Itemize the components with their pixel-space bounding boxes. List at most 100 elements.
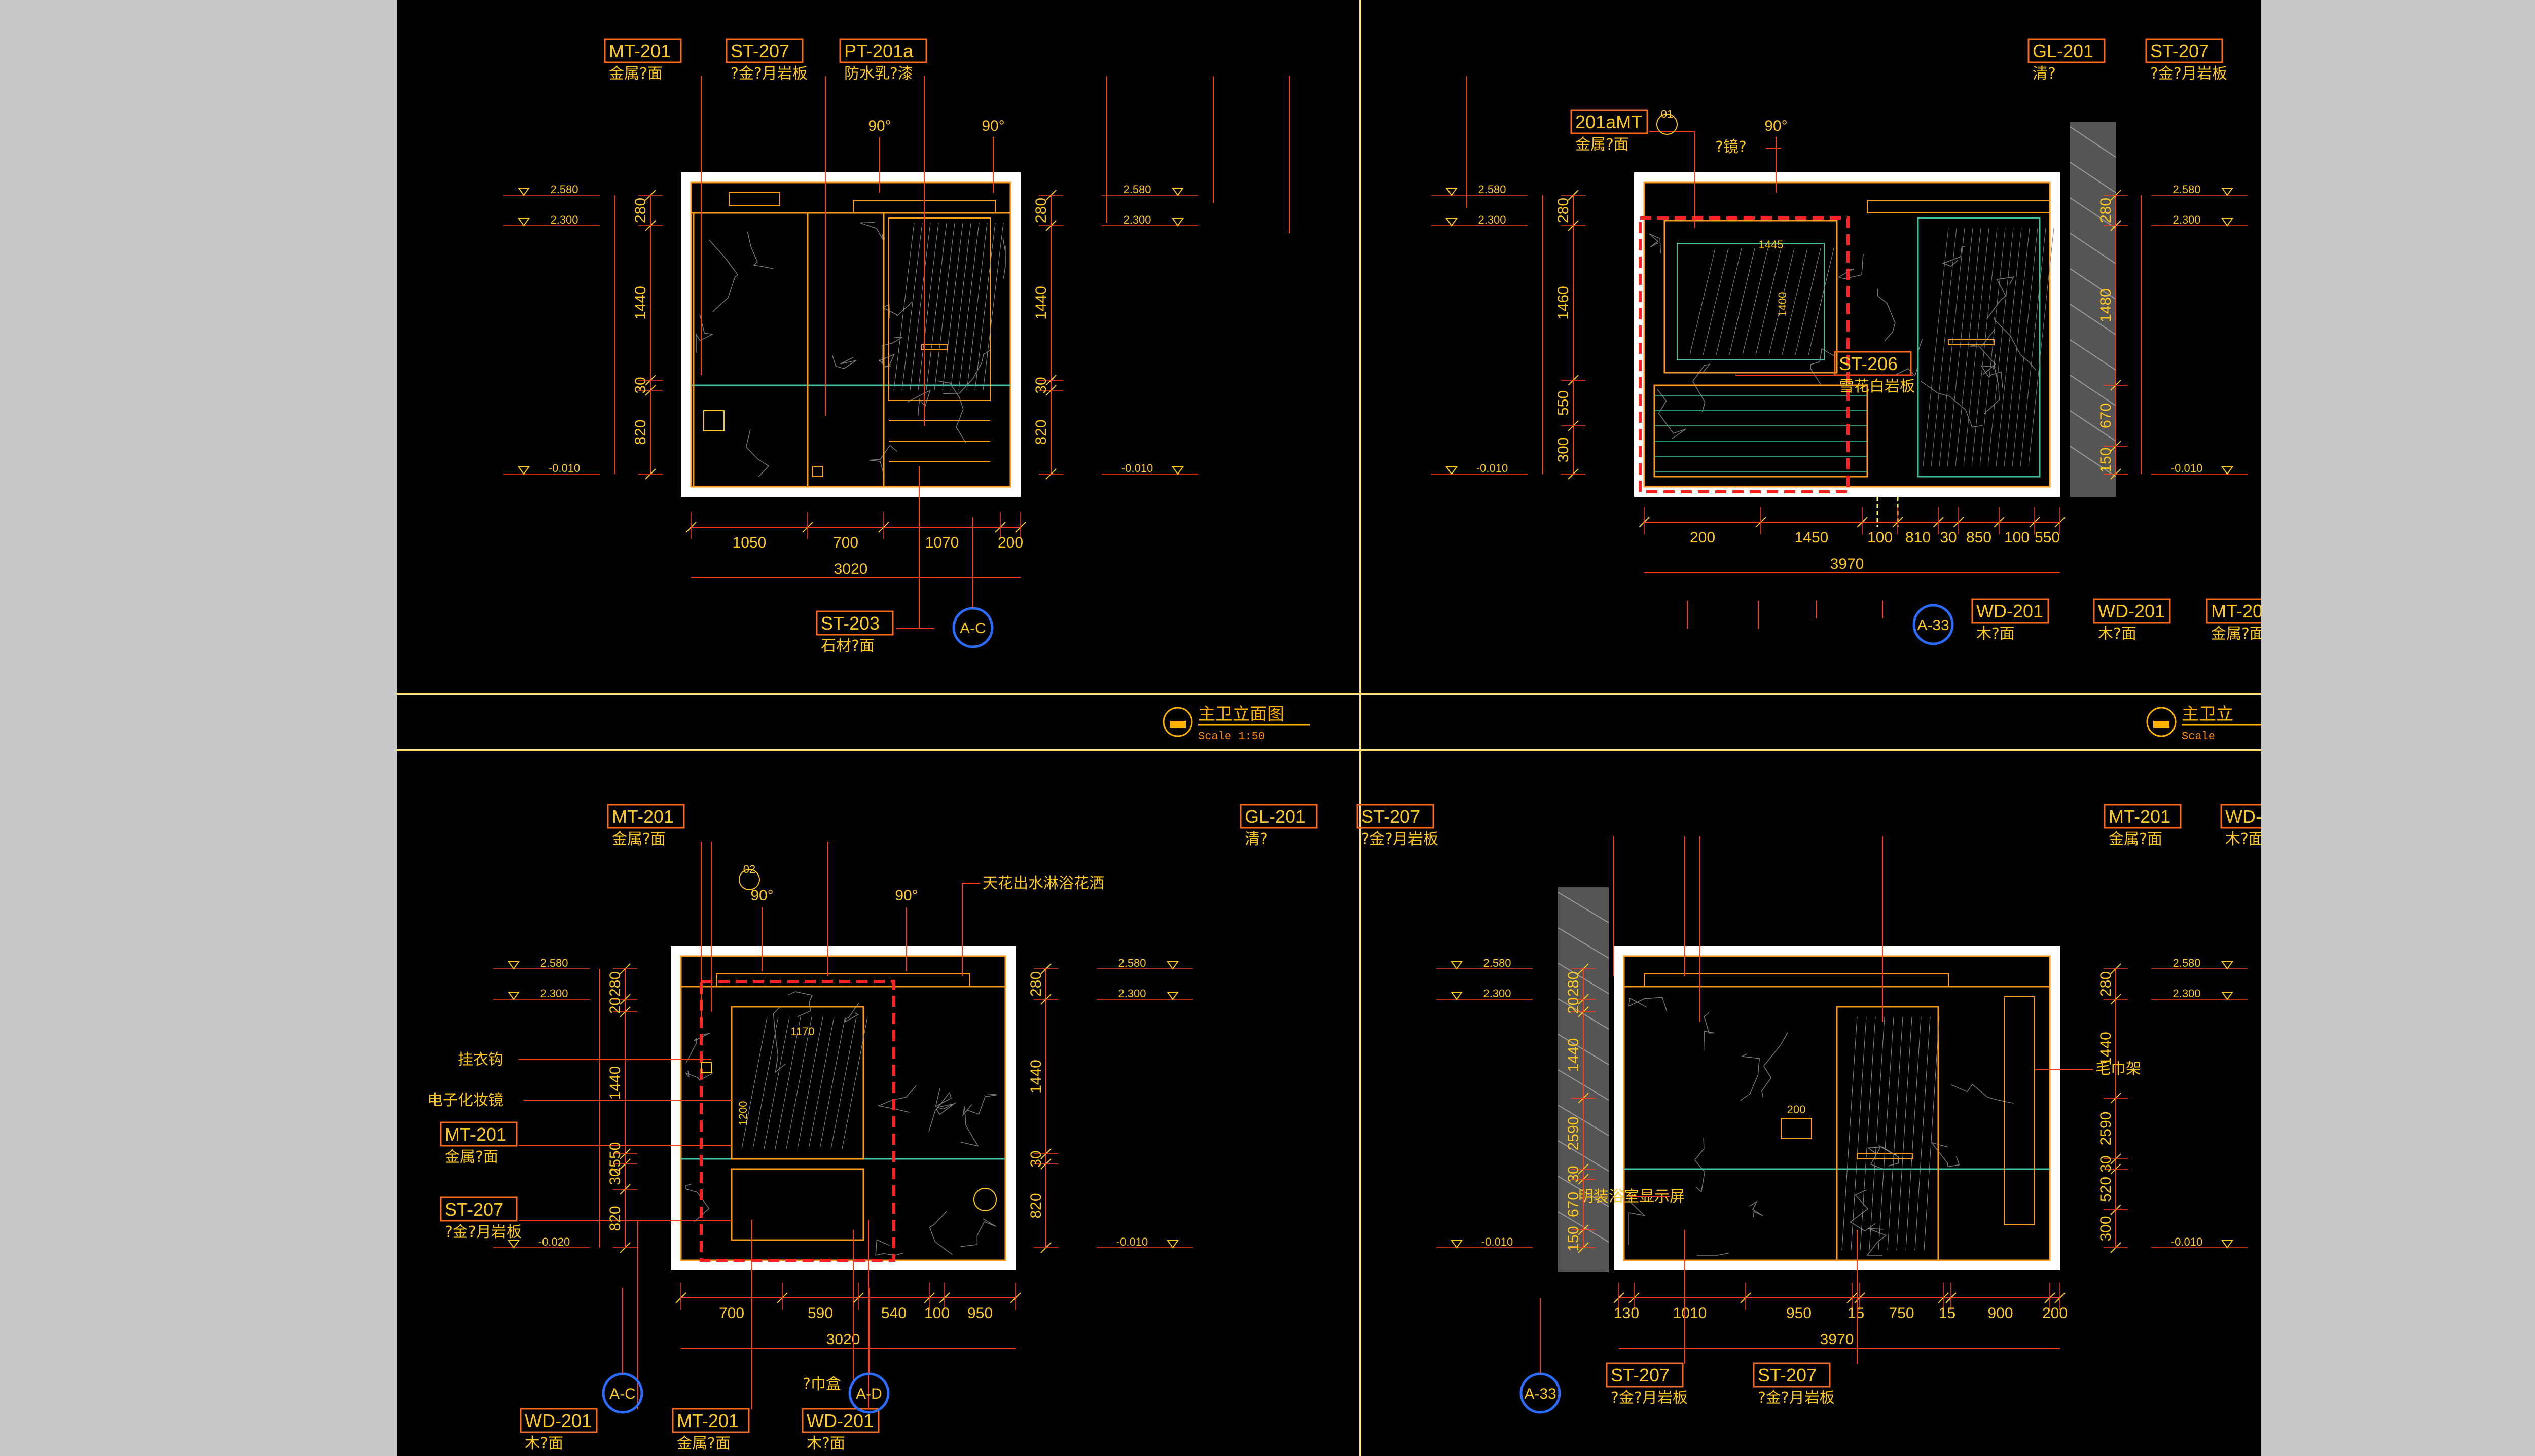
material-tag-wd201-a-desc: 木?面 <box>1976 625 2015 643</box>
level-marks-right-value: 2.300 <box>1123 213 1151 226</box>
level-marks-left-value: 2.300 <box>1478 213 1506 226</box>
material-tag-mt201-code: MT-201 <box>612 806 674 827</box>
material-tag-st207: ST-207 ?金?月岩板 <box>2145 38 2227 83</box>
left-wall <box>671 946 681 1270</box>
cornice <box>1867 200 2050 213</box>
title-symbol-fill-icon <box>2153 721 2169 728</box>
material-tag-wd201-a-box <box>1971 598 2049 624</box>
material-tag-mt201-a-code: MT-201 <box>2109 806 2170 827</box>
level-marks-right-value: -0.010 <box>1116 1235 1148 1248</box>
sheet-frame <box>397 0 2261 1456</box>
horizontal-dims-value: 1070 <box>925 534 959 551</box>
section-marker-circle <box>1912 604 1954 645</box>
material-tag-st207-a-box <box>1606 1362 1684 1388</box>
vertical-dims-left-value: 550 <box>1555 390 1572 416</box>
level-triangle-icon <box>2221 466 2233 475</box>
left-wall <box>1614 946 1624 1270</box>
level-marks-right-value: 2.580 <box>1123 183 1151 196</box>
material-tag-wd201-b-desc: 木?面 <box>2098 625 2136 643</box>
mirror-inner <box>1677 243 1825 360</box>
material-tag-st203-desc: 石材?面 <box>821 637 875 655</box>
drawing-scale-right: Scale <box>2182 730 2215 743</box>
horizontal-dims-value: 15 <box>1848 1305 1864 1322</box>
vertical-dims-left-value: 30 <box>1565 1166 1582 1182</box>
right-wall <box>1010 172 1021 497</box>
material-tag-gl201-desc: 清? <box>1245 830 1268 848</box>
material-tag-st207-a: ST-207?金?月岩板 <box>1606 1362 1688 1407</box>
material-tag-mt201-box <box>607 804 685 829</box>
vanity-cabinet <box>731 1168 864 1241</box>
material-tag-gl201-code: GL-201 <box>1245 806 1306 827</box>
level-marks-left-value: 2.300 <box>540 987 568 1000</box>
vertical-dims-left-value: 30 <box>607 1168 624 1185</box>
horizontal-dims-value: 900 <box>1987 1305 2013 1322</box>
horizontal-dims-value: 100 <box>924 1305 950 1322</box>
elevation-bottom-left: 11701200MT-201金属?面GL-201清?ST-207?金?月岩板02… <box>427 804 1438 1452</box>
vertical-dims-left-value: 2550 <box>607 1142 624 1176</box>
title-symbol-icon <box>2146 707 2177 737</box>
material-tag-st207-b-box <box>1753 1362 1831 1388</box>
section-marker-ad-label: A-D <box>856 1386 882 1402</box>
material-tag-st207-box <box>726 38 804 63</box>
level-marks-right: 2.580 2.300 -0.010 <box>1097 957 1193 1249</box>
level-triangle-icon <box>518 466 530 475</box>
level-triangle-icon <box>1445 466 1458 475</box>
level-marks-right-value: -0.010 <box>2171 1235 2202 1248</box>
section-marker-ac: A-C <box>602 1372 643 1414</box>
material-tag-wd201-a-desc: 木?面 <box>525 1435 563 1452</box>
material-tag-mt201-code: MT-201 <box>609 41 671 61</box>
vertical-dims-right-value: 1440 <box>2097 1032 2114 1066</box>
material-tag-mt201-b-desc: 金属?面 <box>677 1435 731 1452</box>
level-marks-left-value: 2.580 <box>1483 957 1511 969</box>
towel-rack <box>2004 996 2035 1225</box>
material-tag-gl201-desc: 清? <box>2033 65 2056 83</box>
section-marker-a33: A-33 <box>1519 1372 1561 1414</box>
horizontal-dims-value: 590 <box>808 1305 833 1322</box>
material-tag-pt201a-desc: 防水乳?漆 <box>844 65 913 83</box>
material-tag-mt201-side-box <box>440 1121 518 1147</box>
room-outline <box>1614 946 2060 1270</box>
material-tag-gl201: GL-201 清? <box>1240 804 1318 848</box>
marble-veining <box>1628 997 2014 1256</box>
room-outline <box>681 172 1021 497</box>
material-tag-st207-box <box>1356 804 1434 829</box>
level-marks-right-value: 2.300 <box>1118 987 1146 1000</box>
material-tag-mt201-b-box <box>2206 598 2261 624</box>
marble-veining <box>696 222 1006 477</box>
horizontal-dims-value: 540 <box>881 1305 907 1322</box>
elevation-top-left: MT-201金属?面ST-207?金?月岩板PT-201a防水乳?漆90°90°… <box>503 38 1198 655</box>
material-tag-st207-b-code: ST-207 <box>1758 1365 1817 1386</box>
level-marks-left-value: 2.300 <box>550 213 578 226</box>
material-tag-wd201-a-code: WD-201 <box>525 1410 592 1431</box>
angle-label-left: 90° <box>868 118 891 134</box>
material-tag-st207-code: ST-207 <box>731 41 789 61</box>
level-triangle-icon <box>1451 961 1463 970</box>
level-marks-right-value: 2.580 <box>1118 957 1146 969</box>
level-triangle-icon <box>1172 218 1184 227</box>
material-tag-wd201-b-box <box>802 1408 880 1433</box>
material-tag-st206-desc: 雪花白岩板 <box>1839 378 1915 395</box>
vertical-dims-right-value: 150 <box>2097 447 2114 472</box>
level-marks-left-value: 2.580 <box>1478 183 1506 196</box>
material-tag-st207-box <box>2145 38 2223 63</box>
material-tag-st207-desc: ?金?月岩板 <box>2150 65 2227 83</box>
level-marks-left-value: 2.580 <box>540 957 568 969</box>
mirror-width: 1445 <box>1759 238 1784 251</box>
material-tag-st207-code: ST-207 <box>2150 41 2209 61</box>
level-marks-right-value: 2.580 <box>2172 957 2200 969</box>
title-block-right: 主卫立 Scale <box>2146 704 2261 743</box>
vertical-dims-left-value: 20 <box>607 997 624 1014</box>
title-block-left: 主卫立面图 Scale 1:50 <box>1163 704 1310 743</box>
annotation-towel-rack: 毛巾架 <box>2095 1060 2141 1078</box>
